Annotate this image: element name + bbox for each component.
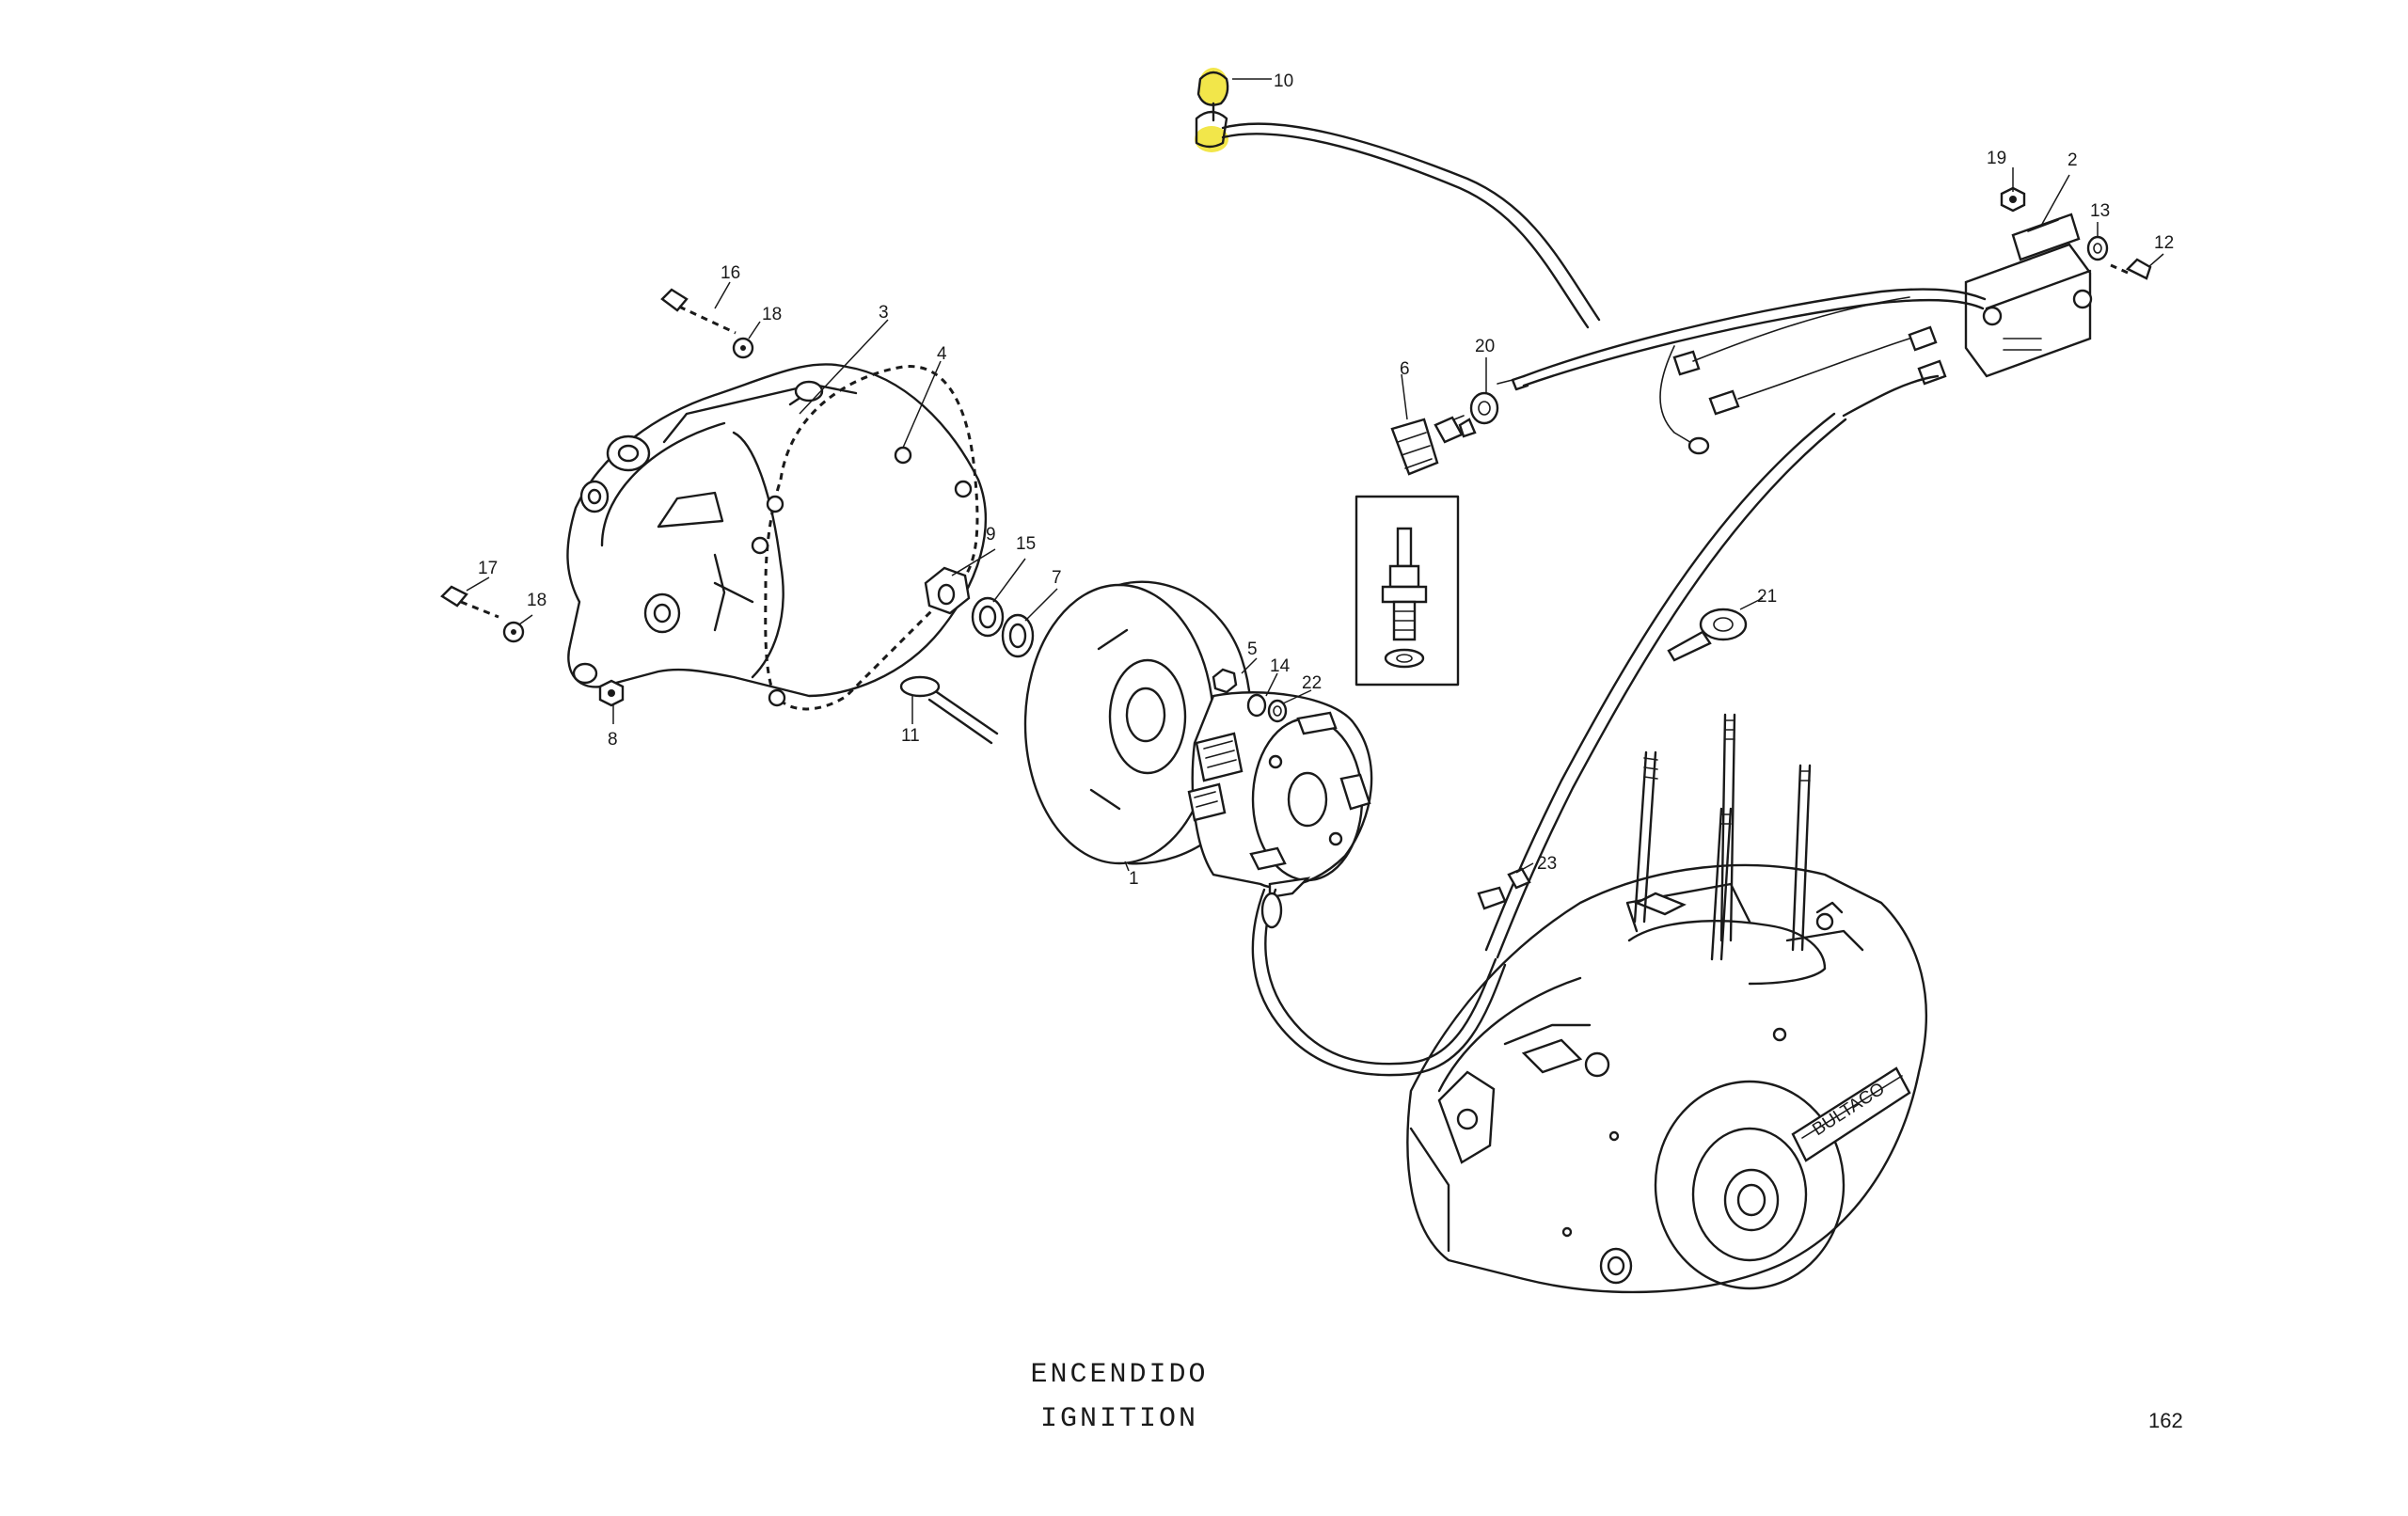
callout-18b: 18 bbox=[527, 591, 547, 610]
callout-2: 2 bbox=[2067, 150, 2078, 170]
spark-plug-cap[interactable] bbox=[1390, 415, 1465, 476]
nut[interactable] bbox=[598, 679, 625, 707]
callout-20: 20 bbox=[1475, 337, 1495, 356]
callout-3: 3 bbox=[879, 303, 889, 323]
callout-12: 12 bbox=[2154, 233, 2174, 253]
star-washer-upper[interactable] bbox=[732, 337, 754, 359]
brand-badge: BULTACO bbox=[1791, 1066, 1911, 1162]
stator-screw[interactable] bbox=[1212, 668, 1238, 694]
grommet[interactable] bbox=[1477, 867, 1531, 910]
wiring-harness bbox=[1484, 288, 1987, 959]
cover-bolt-long[interactable] bbox=[660, 288, 737, 335]
leader-lines bbox=[466, 78, 2164, 874]
star-washer-lower[interactable] bbox=[502, 621, 525, 643]
cable-clip[interactable] bbox=[1667, 608, 1748, 662]
stator-plate[interactable] bbox=[1187, 691, 1373, 899]
coil-screw[interactable] bbox=[2110, 258, 2152, 280]
stator-lock-washer[interactable] bbox=[1267, 699, 1288, 723]
cover-bolt-short[interactable] bbox=[440, 585, 499, 619]
kill-switch[interactable] bbox=[1195, 68, 1601, 329]
callout-18a: 18 bbox=[762, 305, 782, 324]
washer[interactable] bbox=[1001, 613, 1035, 658]
callout-11: 11 bbox=[901, 726, 920, 746]
callout-21: 21 bbox=[1757, 587, 1777, 607]
callout-6: 6 bbox=[1400, 359, 1410, 379]
callout-19: 19 bbox=[1987, 149, 2006, 168]
page-number: 162 bbox=[2148, 1409, 2183, 1432]
lock-washer[interactable] bbox=[971, 596, 1005, 638]
callout-15: 15 bbox=[1016, 534, 1036, 554]
callout-14: 14 bbox=[1270, 656, 1291, 676]
cover-gasket[interactable] bbox=[751, 365, 979, 711]
callout-7: 7 bbox=[1052, 568, 1062, 588]
woodruff-key[interactable] bbox=[899, 675, 999, 745]
callout-1: 1 bbox=[1129, 869, 1139, 889]
callout-23: 23 bbox=[1537, 854, 1557, 874]
stator-lead bbox=[1251, 888, 1507, 1077]
callout-5: 5 bbox=[1247, 640, 1258, 659]
title-spanish: ENCENDIDO bbox=[1030, 1359, 1209, 1391]
callout-9: 9 bbox=[986, 525, 996, 545]
hose-clamp[interactable] bbox=[1458, 391, 1499, 438]
callout-13: 13 bbox=[2090, 201, 2110, 221]
callout-8: 8 bbox=[608, 730, 618, 750]
callout-10: 10 bbox=[1274, 71, 1293, 91]
callout-17: 17 bbox=[478, 559, 498, 578]
flywheel-nut[interactable] bbox=[924, 566, 971, 615]
stator-washer[interactable] bbox=[1246, 693, 1267, 718]
ignition-coil[interactable] bbox=[1964, 213, 2093, 378]
engine-crankcase bbox=[1406, 863, 1928, 1294]
ignition-cover[interactable] bbox=[566, 363, 988, 698]
cylinder-studs bbox=[1633, 713, 1812, 961]
callout-4: 4 bbox=[937, 344, 947, 364]
coil-washer[interactable] bbox=[2086, 235, 2109, 261]
callout-labels: 1 2 3 4 5 6 7 8 9 10 11 12 13 14 15 16 1… bbox=[478, 71, 2174, 889]
callout-16: 16 bbox=[721, 263, 740, 283]
spark-plug-inset bbox=[1354, 495, 1460, 687]
callout-22: 22 bbox=[1302, 673, 1322, 693]
title-english: IGNITION bbox=[1039, 1403, 1199, 1435]
